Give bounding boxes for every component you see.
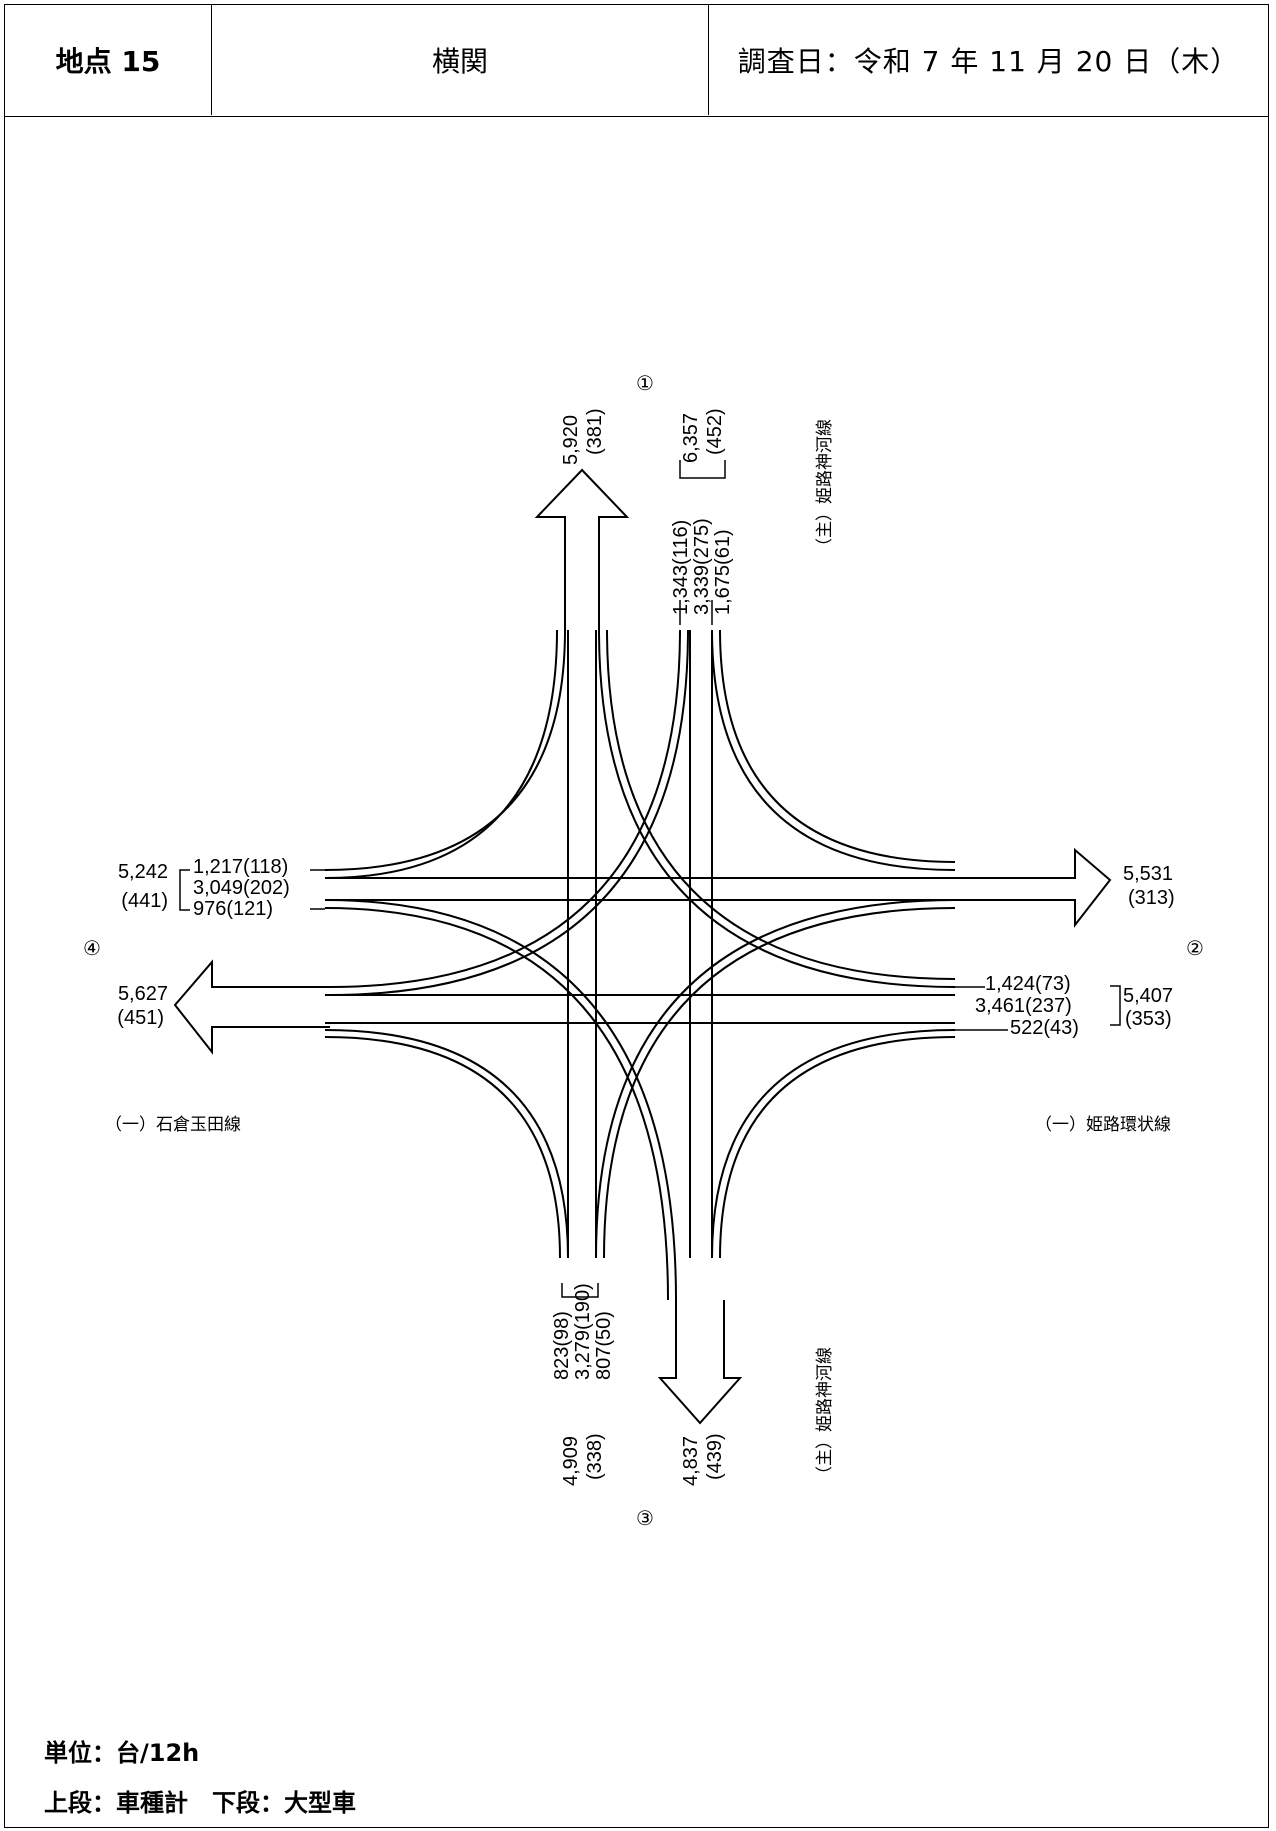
north-inflow-total: 6,357 xyxy=(680,413,702,463)
north-to-east-turn-edge xyxy=(719,629,956,863)
east-to-south-turn xyxy=(711,1029,956,1259)
south-turn-left-volume: 807(50) xyxy=(593,1311,615,1380)
south-to-east-turn-edge xyxy=(603,907,956,1259)
north-turn-right-volume: 1,343(116) xyxy=(670,520,692,615)
north-inflow-large: (452) xyxy=(704,408,726,455)
west-through-volume: 3,049(202) xyxy=(193,877,290,899)
south-inflow-large: (338) xyxy=(584,1433,606,1480)
east-inflow-bracket xyxy=(1110,985,1121,1026)
north-through-volume: 3,339(275) xyxy=(691,518,713,615)
approach-marker-south: ③ xyxy=(636,1508,654,1530)
west-outflow-total: 5,627 xyxy=(118,983,168,1005)
south-outflow-arrow xyxy=(657,1300,743,1425)
north-outflow-large: (381) xyxy=(584,408,606,455)
west-inflow-total: 5,242 xyxy=(118,861,168,883)
west-inflow-bracket xyxy=(179,869,190,911)
east-inflow-total: 5,407 xyxy=(1123,985,1173,1007)
approach-marker-east: ② xyxy=(1186,938,1204,960)
south-outflow-total: 4,837 xyxy=(680,1436,702,1486)
north-to-east-turn xyxy=(711,629,956,871)
road-name-north: （主）姫路神河線 xyxy=(815,419,834,555)
west-turn-right-volume: 976(121) xyxy=(193,898,273,920)
west-turn-left-volume: 1,217(118) xyxy=(193,856,288,878)
south-inflow-total: 4,909 xyxy=(560,1436,582,1486)
south-outflow-large: (439) xyxy=(704,1433,726,1480)
east-to-north-turn xyxy=(598,629,956,988)
north-inflow-bracket xyxy=(679,460,726,479)
north-to-west-turn-edge xyxy=(329,629,689,996)
east-to-south-turn-edge xyxy=(719,1036,956,1259)
east-turn-left-volume: 522(43) xyxy=(1010,1017,1079,1039)
header-row: 地点 15 横関 調査日：令和 7 年 11 月 20 日（木） xyxy=(5,5,1268,117)
road-name-south: （主）姫路神河線 xyxy=(815,1347,834,1483)
north-outflow-arrow xyxy=(534,468,630,630)
west-outflow-large: (451) xyxy=(117,1007,164,1029)
east-through-volume: 3,461(237) xyxy=(975,995,1072,1017)
east-turn-right-volume: 1,424(73) xyxy=(985,973,1071,995)
west-to-north-turn xyxy=(324,629,566,871)
south-to-west-turn xyxy=(324,1029,569,1259)
east-inflow-large: (353) xyxy=(1125,1008,1172,1030)
location-name: 横関 xyxy=(212,5,709,115)
north-to-west-turn xyxy=(329,629,681,988)
east-outflow-large: (313) xyxy=(1128,887,1175,909)
unit-note: 単位：台/12h xyxy=(44,1739,200,1767)
north-outflow-total: 5,920 xyxy=(560,415,582,465)
east-to-north-turn-edge xyxy=(606,629,956,980)
north-turn-left-volume: 1,675(61) xyxy=(712,529,734,615)
south-inflow-bracket xyxy=(561,1283,599,1298)
south-through-volume: 3,279(190) xyxy=(572,1283,594,1380)
west-to-south-turn-edge xyxy=(324,907,669,1301)
west-outflow-arrow xyxy=(173,959,330,1055)
west-to-north-turn-edge xyxy=(324,629,558,879)
west-to-south-turn xyxy=(324,899,677,1301)
row-meaning-note: 上段：車種計 下段：大型車 xyxy=(44,1789,356,1817)
approach-marker-north: ① xyxy=(636,373,654,395)
east-outflow-total: 5,531 xyxy=(1123,863,1173,885)
south-to-east-turn xyxy=(595,899,956,1259)
east-outflow-arrow xyxy=(955,847,1112,928)
road-name-west: （一）石倉玉田線 xyxy=(105,1115,241,1134)
survey-date: 調査日：令和 7 年 11 月 20 日（木） xyxy=(737,45,1240,78)
south-to-west-turn-edge xyxy=(324,1036,561,1259)
survey-point-number: 地点 15 xyxy=(5,5,212,115)
sheet-frame: 地点 15 横関 調査日：令和 7 年 11 月 20 日（木） xyxy=(4,4,1269,1828)
road-name-east: （一）姫路環状線 xyxy=(1035,1115,1171,1134)
west-inflow-large: (441) xyxy=(121,890,168,912)
south-turn-right-volume: 823(98) xyxy=(551,1311,573,1380)
approach-marker-west: ④ xyxy=(83,938,101,960)
